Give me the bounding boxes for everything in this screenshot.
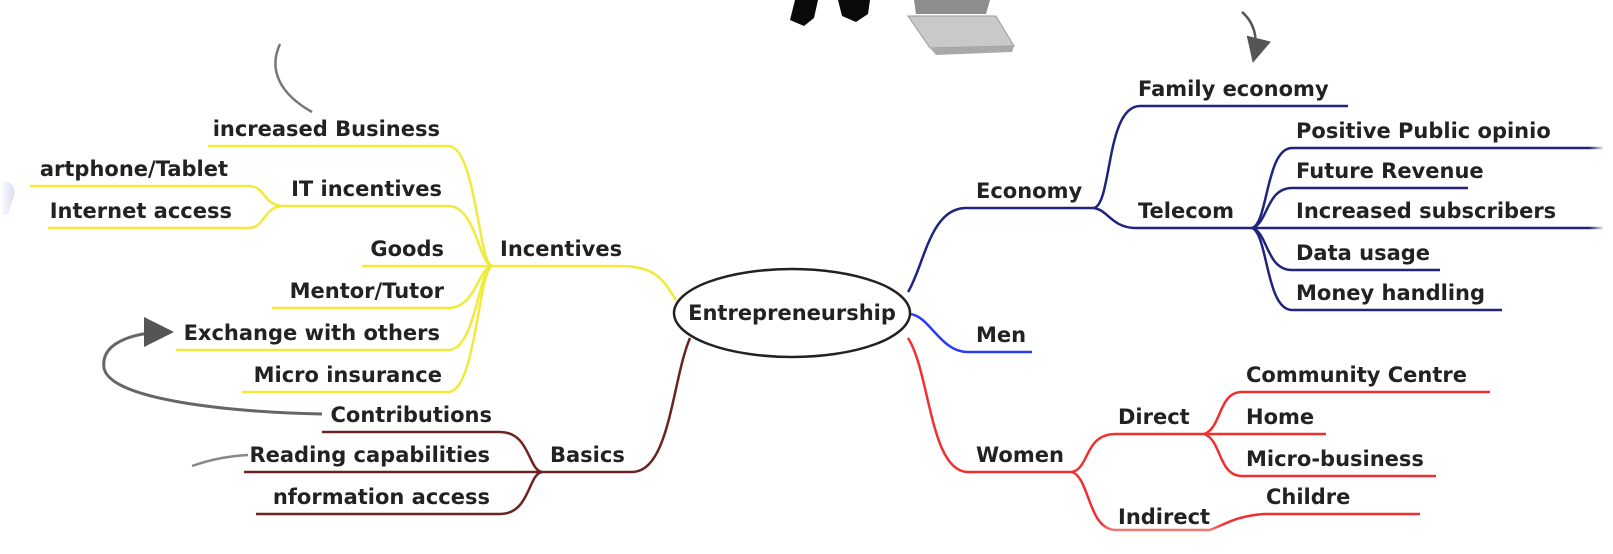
center-node-label: Entrepreneurship (688, 301, 896, 325)
node-children: Childre (1266, 485, 1350, 509)
node-exchange-with-others: Exchange with others (184, 321, 440, 345)
node-it-incentives: IT incentives (291, 177, 442, 201)
economy-branch-lines (906, 104, 1603, 312)
center-node (672, 267, 912, 359)
node-data-usage: Data usage (1296, 241, 1430, 265)
person-silhouette-icon (790, 0, 870, 26)
node-micro-insurance: Micro insurance (254, 363, 442, 387)
node-information-access: nformation access (273, 485, 490, 509)
node-reading-capabilities: Reading capabilities (249, 443, 490, 467)
edge-fragment-mark (2, 181, 15, 216)
node-direct: Direct (1118, 405, 1190, 429)
basics-branch-lines (244, 337, 692, 516)
node-money-handling: Money handling (1296, 281, 1485, 305)
men-branch-lines (909, 312, 1032, 354)
node-contributions: Contributions (331, 403, 492, 427)
node-smartphone-tablet: artphone/Tablet (40, 157, 228, 181)
annotation-curve-top-left (274, 43, 313, 114)
node-telecom: Telecom (1138, 199, 1234, 223)
node-future-revenue: Future Revenue (1296, 159, 1484, 183)
incentives-branch-lines (30, 144, 678, 394)
annotation-line-bottom-left (191, 453, 249, 468)
node-indirect: Indirect (1118, 505, 1210, 529)
node-goods: Goods (370, 237, 444, 261)
women-branch-lines (906, 337, 1490, 532)
node-family-economy: Family economy (1138, 77, 1329, 101)
node-women: Women (976, 443, 1064, 467)
node-economy: Economy (976, 179, 1082, 203)
annotation-loop-arrow (102, 317, 323, 416)
laptop-icon (907, 0, 1015, 55)
node-basics: Basics (550, 443, 625, 467)
node-micro-business: Micro-business (1246, 447, 1424, 471)
node-increased-business: increased Business (213, 117, 440, 141)
annotation-arrow-top-right (1241, 11, 1271, 63)
node-increased-subscribers: Increased subscribers (1296, 199, 1556, 223)
node-incentives: Incentives (500, 237, 622, 261)
node-positive-public-opinion: Positive Public opinio (1296, 119, 1551, 143)
node-home: Home (1246, 405, 1314, 429)
node-internet-access: Internet access (50, 199, 232, 223)
node-mentor-tutor: Mentor/Tutor (290, 279, 445, 303)
node-community-centre: Community Centre (1246, 363, 1467, 387)
node-men: Men (976, 323, 1026, 347)
